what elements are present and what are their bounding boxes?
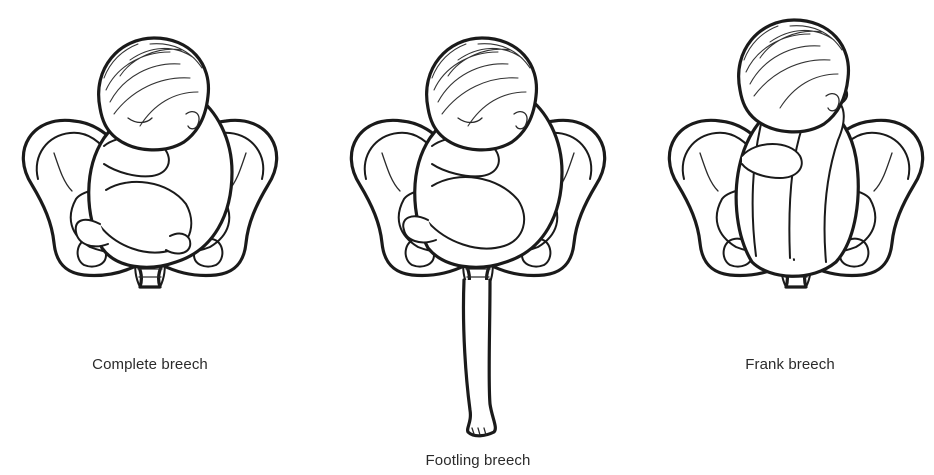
- frank-breech-caption: Frank breech: [745, 356, 835, 373]
- frank-breech-figure: [669, 20, 922, 287]
- complete-breech-caption: Complete breech: [92, 356, 208, 373]
- complete-breech-figure: [23, 38, 276, 287]
- footling-breech-caption: Footling breech: [426, 452, 531, 469]
- footling-breech-figure: [351, 38, 604, 436]
